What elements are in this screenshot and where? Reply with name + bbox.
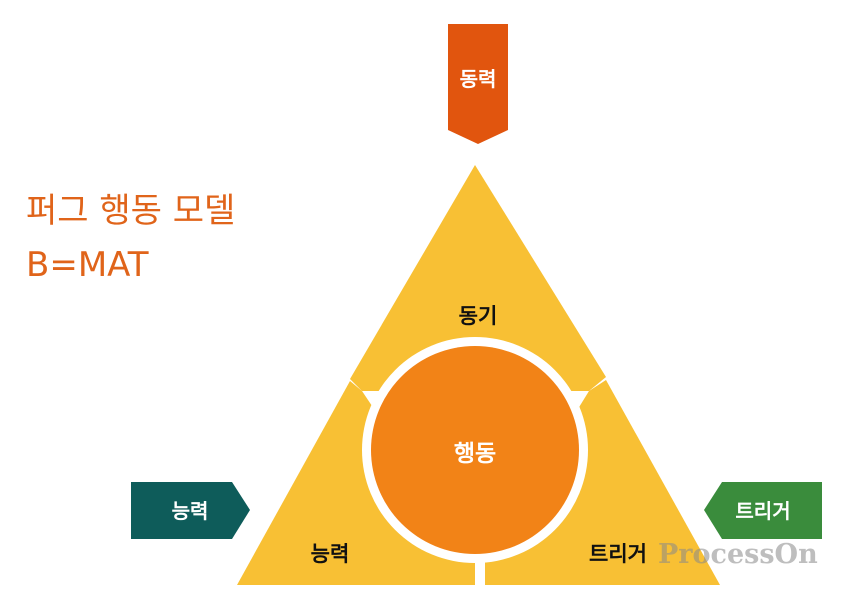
top-arrow-shape — [448, 24, 508, 144]
left-arrow-shape — [131, 482, 250, 539]
center-label: 행동 — [454, 441, 496, 467]
segment-label-top: 동기 — [459, 304, 498, 328]
right-arrow: 트리거 — [704, 482, 822, 539]
triangle-top-segment — [350, 165, 606, 391]
right-arrow-shape — [704, 482, 822, 539]
center-circle — [371, 346, 579, 554]
left-arrow-label: 능력 — [172, 499, 209, 523]
top-arrow: 동력 — [448, 24, 508, 144]
processon-watermark: ProcessOn — [658, 539, 818, 570]
segment-label-left: 능력 — [311, 542, 350, 566]
right-arrow-label: 트리거 — [735, 499, 790, 523]
diagram-formula: B=MAT — [26, 245, 149, 285]
top-arrow-label: 동력 — [460, 67, 497, 91]
diagram-title: 퍼그 행동 모델 — [26, 191, 236, 231]
segment-label-right: 트리거 — [589, 542, 647, 566]
left-arrow: 능력 — [131, 482, 250, 539]
